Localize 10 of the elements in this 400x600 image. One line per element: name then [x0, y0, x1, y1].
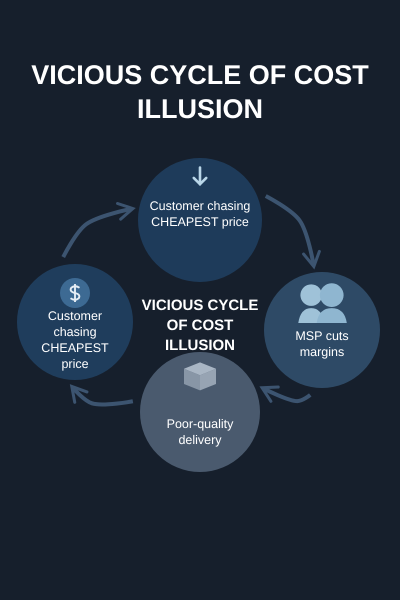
cycle-arrow	[61, 202, 134, 258]
node-text: Poor-quality delivery	[166, 416, 234, 448]
cycle-arrow	[264, 194, 321, 268]
center-label: VICIOUS CYCLE OF COST ILLUSION	[140, 296, 260, 356]
cycle-arrow	[260, 385, 312, 404]
cycle-arrow	[70, 384, 134, 406]
title: VICIOUS CYCLE OF COST ILLUSION	[30, 59, 370, 126]
node-text: Customer chasing CHEAPEST price	[40, 308, 110, 372]
node-text: MSP cuts margins	[294, 328, 350, 360]
node-text: Customer chasing CHEAPEST price	[148, 198, 252, 230]
